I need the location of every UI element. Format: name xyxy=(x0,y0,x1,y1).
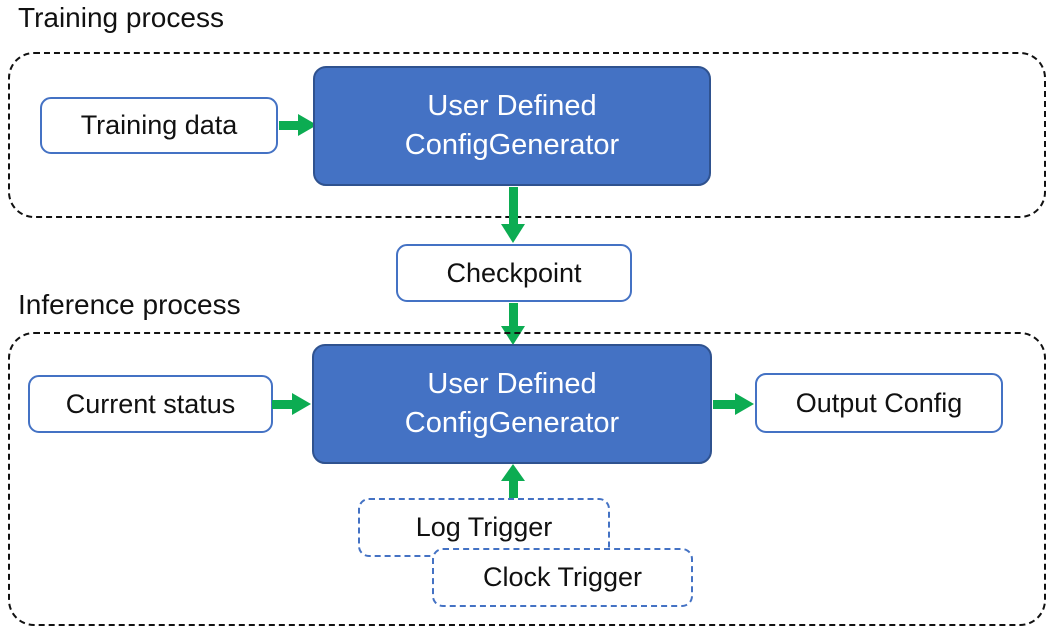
arrow-shaft xyxy=(272,399,292,409)
current-status-label: Current status xyxy=(65,388,236,419)
arrow-current-status-to-generator-icon xyxy=(272,393,311,415)
checkpoint-box: Checkpoint xyxy=(396,244,632,302)
output-config-box: Output Config xyxy=(755,373,1003,433)
log-trigger-label: Log Trigger xyxy=(415,512,553,542)
arrow-head xyxy=(501,326,525,345)
training-process-region xyxy=(8,52,1046,218)
arrow-trigger-to-generator-icon xyxy=(501,464,525,498)
checkpoint-label: Checkpoint xyxy=(446,257,582,288)
inference-config-generator-box: User Defined ConfigGenerator xyxy=(312,344,712,464)
training-data-label: Training data xyxy=(80,110,238,140)
arrow-shaft xyxy=(279,120,298,130)
arrow-head xyxy=(735,393,754,415)
arrow-generator-to-checkpoint-icon xyxy=(501,187,525,243)
arrow-head xyxy=(298,114,317,136)
arrow-shaft xyxy=(508,187,518,224)
arrow-head xyxy=(501,224,525,243)
generator-line2: ConfigGenerator xyxy=(404,129,620,161)
training-config-generator-box: User Defined ConfigGenerator xyxy=(313,66,711,186)
arrow-training-data-to-generator-icon xyxy=(279,114,317,136)
inference-process-region xyxy=(8,332,1046,626)
arrow-shaft xyxy=(508,303,518,326)
inference-process-label: Inference process xyxy=(18,289,241,320)
arrow-shaft xyxy=(713,399,735,409)
arrow-head xyxy=(501,464,525,481)
arrow-checkpoint-to-inference-icon xyxy=(501,303,525,345)
clock-trigger-label: Clock Trigger xyxy=(482,562,643,592)
clock-trigger-box: Clock Trigger xyxy=(432,548,693,607)
arrow-generator-to-output-icon xyxy=(713,393,754,415)
generator-line1: User Defined xyxy=(427,90,597,123)
generator-line2: ConfigGenerator xyxy=(404,407,620,439)
training-process-label: Training process xyxy=(18,2,224,33)
current-status-box: Current status xyxy=(28,375,273,433)
arrow-head xyxy=(292,393,311,415)
generator-line1: User Defined xyxy=(427,368,597,401)
output-config-label: Output Config xyxy=(795,387,963,418)
arrow-shaft xyxy=(508,481,518,498)
training-data-box: Training data xyxy=(40,97,278,154)
